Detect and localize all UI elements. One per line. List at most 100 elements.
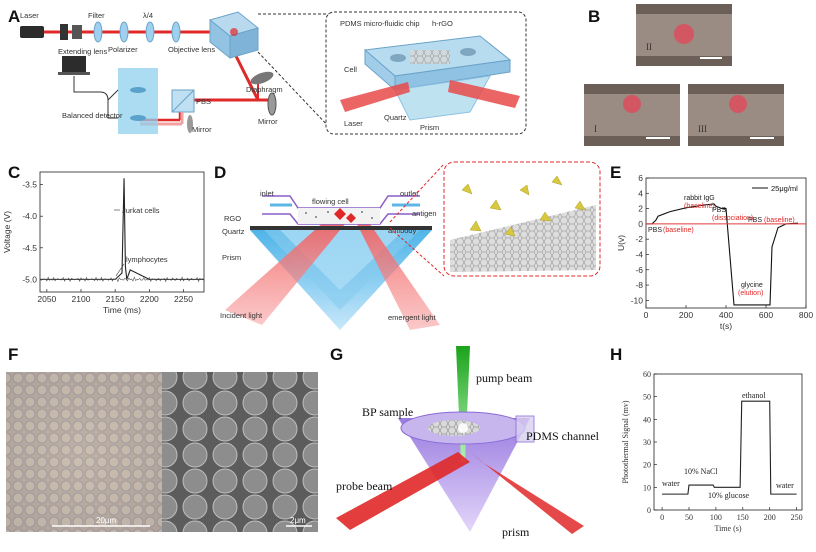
pump-beam	[456, 346, 470, 462]
panel-label-a: A	[8, 7, 20, 26]
panel-g: G pump beam BP sample PDMS channel probe…	[330, 345, 600, 539]
prism-shape-g	[398, 418, 530, 532]
y-tick-label: -2	[635, 234, 643, 244]
label-laser: Laser	[20, 11, 39, 20]
micrograph-iii: III	[688, 84, 784, 146]
y-tick-label: 20	[643, 461, 651, 470]
x-axis-label: Time (s)	[714, 524, 741, 533]
y-tick-label: 50	[643, 393, 651, 402]
objective-lens-element	[171, 21, 181, 43]
y-tick-label: 0	[638, 219, 643, 229]
x-tick-label: 200	[679, 310, 693, 320]
label-objective-lens: Objective lens	[168, 45, 215, 54]
annotation-jurkat: Jurkat cells	[122, 206, 160, 215]
y-tick-label: -5.0	[22, 274, 37, 284]
label-rgo: RGO	[224, 214, 241, 223]
polarizer-element	[119, 21, 129, 43]
annotation-pbs-base: PBS	[648, 227, 662, 234]
label-antibody: antibody	[388, 226, 417, 235]
series-line-0	[662, 400, 797, 495]
annotation-baseline-3: (baseline)	[764, 217, 795, 224]
label-emergent-light: emergent light	[388, 313, 436, 322]
label-extending-lens: Extending lens	[58, 47, 107, 56]
panel-label-e: E	[610, 163, 621, 182]
label-antigen: antigen	[412, 209, 437, 218]
filter-element	[93, 21, 103, 43]
x-tick-label: 800	[799, 310, 813, 320]
scalebar-20um: 20μm	[96, 516, 117, 525]
x-tick-label: 100	[710, 513, 722, 522]
annotation-dissociation: (dissociation)	[712, 215, 753, 222]
x-tick-label: 600	[759, 310, 773, 320]
y-tick-label: 6	[638, 173, 643, 183]
mirror-icon-1	[267, 92, 277, 116]
y-tick-label: 2	[638, 204, 643, 214]
y-axis-label: Voltage (V)	[2, 211, 12, 253]
x-tick-label: 200	[764, 513, 776, 522]
y-tick-label: -4	[635, 249, 643, 259]
label-cell: Cell	[344, 65, 357, 74]
y-tick-label: -4.0	[22, 211, 37, 221]
y-tick-label: -6	[635, 265, 643, 275]
y-tick-label: -3.5	[22, 180, 37, 190]
laptop-icon	[58, 56, 90, 75]
panel-b: B II I III	[584, 4, 784, 146]
label-flowing-cell: flowing cell	[312, 197, 349, 206]
panel-label-g: G	[330, 345, 343, 364]
label-pdms-channel: PDMS channel	[526, 429, 600, 443]
quartz-plate	[250, 226, 432, 230]
annotation-ethanol: ethanol	[742, 391, 766, 400]
annotation-baseline-1: (baseline)	[684, 203, 715, 210]
panel-label-f: F	[8, 345, 18, 364]
label-pump-beam: pump beam	[476, 371, 533, 385]
roman-i: I	[594, 124, 597, 134]
probe-beam-out	[470, 452, 584, 534]
label-filter: Filter	[88, 11, 105, 20]
x-tick-label: 50	[685, 513, 693, 522]
x-axis-label: t(s)	[720, 321, 732, 331]
x-axis-label: Time (ms)	[103, 305, 141, 315]
inset-chip-illustration	[340, 35, 520, 121]
microfluidic-chip-icon	[208, 11, 260, 60]
x-tick-label: 2150	[106, 294, 125, 304]
x-tick-label: 0	[660, 513, 664, 522]
label-prism-inset: Prism	[420, 123, 439, 132]
annotation-nacl: 10% NaCl	[684, 467, 718, 476]
panel-label-h: H	[610, 345, 622, 364]
x-tick-label: 400	[719, 310, 733, 320]
label-mirror-1: Mirror	[258, 117, 278, 126]
annotation-rabbit-igg: rabbit IgG	[684, 195, 715, 202]
y-tick-label: 40	[643, 415, 651, 424]
y-tick-label: 60	[643, 370, 651, 379]
sem-micrograph	[162, 372, 318, 532]
legend-label: 25μg/ml	[771, 184, 798, 193]
micrograph-i: I	[584, 84, 680, 146]
label-balanced-detector: Balanced detector	[62, 111, 123, 120]
y-tick-label: 4	[638, 188, 643, 198]
label-inlet: inlet	[260, 189, 275, 198]
plot-frame	[39, 171, 205, 293]
label-quarter-wave: λ/4	[143, 11, 153, 20]
series-line-0	[646, 203, 799, 306]
x-tick-label: 2050	[37, 294, 56, 304]
x-tick-label: 2200	[140, 294, 159, 304]
label-quartz-d: Quartz	[222, 227, 245, 236]
y-tick-label: -10	[631, 295, 644, 305]
y-tick-label: 10	[643, 483, 651, 492]
panel-d: D inlet flowing cell outlet RGO antigen …	[214, 161, 601, 330]
label-bp-sample: BP sample	[362, 405, 413, 419]
panel-label-d: D	[214, 163, 226, 182]
x-tick-label: 150	[737, 513, 749, 522]
annotation-pbs-diss: PBS	[712, 207, 726, 214]
quarter-wave-element	[145, 21, 155, 43]
x-tick-label: 2250	[174, 294, 193, 304]
label-prism-g: prism	[502, 525, 530, 539]
bp-sample	[428, 420, 480, 436]
baseline-noise	[39, 276, 205, 283]
label-rgo-inset: h-rGO	[432, 19, 453, 28]
